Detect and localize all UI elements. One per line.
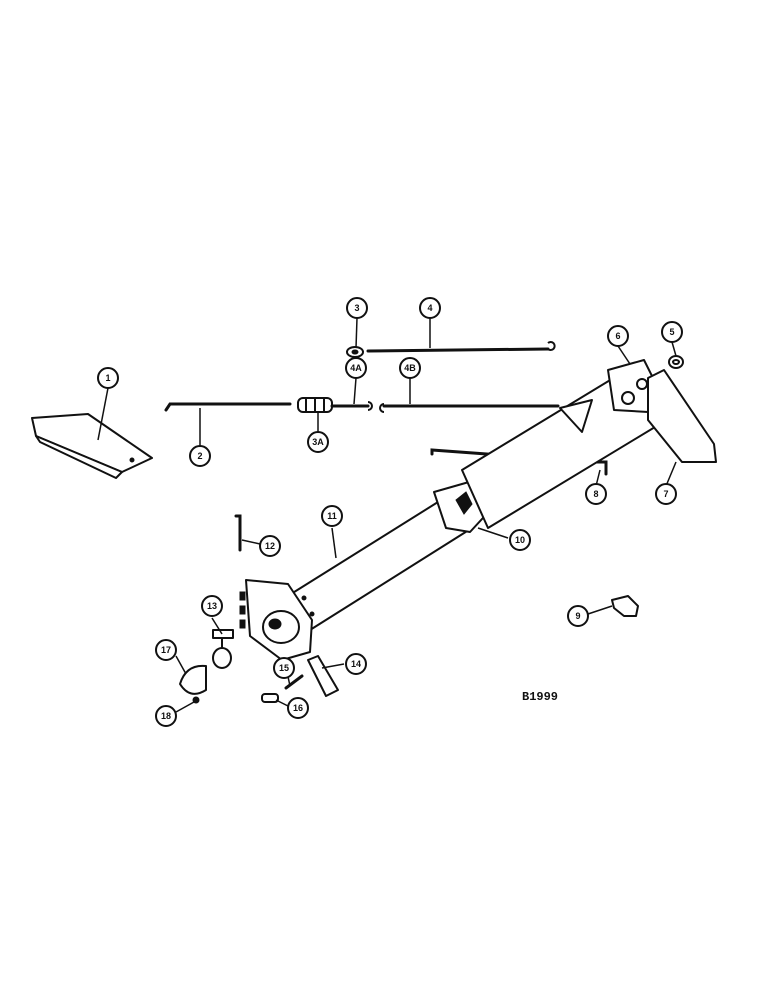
part-4b-rod: [379, 403, 560, 413]
callout-15: 15: [273, 657, 295, 679]
part-18-bolt: [192, 696, 200, 704]
part-11-tube: [239, 501, 473, 661]
part-7-upper-tube: [461, 367, 661, 529]
svg-text:15: 15: [279, 663, 289, 673]
part-5-ring: [668, 355, 684, 369]
svg-text:4B: 4B: [404, 363, 416, 373]
callout-11: 11: [321, 505, 343, 527]
callout-4a: 4A: [345, 357, 367, 379]
callout-10: 10: [509, 529, 531, 551]
svg-text:3A: 3A: [312, 437, 324, 447]
svg-text:13: 13: [207, 601, 217, 611]
part-3a-coupler: [297, 397, 373, 413]
part-1-shield: [31, 413, 153, 479]
callout-13: 13: [201, 595, 223, 617]
svg-text:2: 2: [197, 451, 202, 461]
svg-text:11: 11: [327, 511, 337, 521]
svg-text:4A: 4A: [350, 363, 362, 373]
svg-text:3: 3: [354, 303, 359, 313]
svg-text:18: 18: [161, 711, 171, 721]
callout-8: 8: [585, 483, 607, 505]
callout-16: 16: [287, 697, 309, 719]
part-7-spout: [647, 369, 717, 463]
callout-2: 2: [189, 445, 211, 467]
part-3-nut: [346, 346, 364, 358]
part-15-bolt: [284, 674, 304, 690]
part-4-rod: [366, 341, 556, 353]
svg-text:14: 14: [351, 659, 361, 669]
callout-12: 12: [259, 535, 281, 557]
svg-text:1: 1: [105, 373, 110, 383]
svg-text:17: 17: [161, 645, 171, 655]
callout-7: 7: [655, 483, 677, 505]
callout-3: 3: [346, 297, 368, 319]
part-9-clip: [611, 595, 639, 617]
callout-6: 6: [607, 325, 629, 347]
svg-text:8: 8: [593, 489, 598, 499]
leader-lines: [97, 317, 677, 713]
callout-17: 17: [155, 639, 177, 661]
part-2-rod: [164, 402, 292, 412]
svg-text:7: 7: [663, 489, 668, 499]
svg-text:16: 16: [293, 703, 303, 713]
part-13-bracket: [212, 629, 234, 669]
callout-14: 14: [345, 653, 367, 675]
svg-text:5: 5: [669, 327, 674, 337]
svg-text:6: 6: [615, 331, 620, 341]
part-16-pin: [261, 693, 279, 703]
svg-text:9: 9: [575, 611, 580, 621]
svg-text:4: 4: [427, 303, 432, 313]
callout-9: 9: [567, 605, 589, 627]
drawing-code: B1999: [522, 690, 558, 704]
callout-4: 4: [419, 297, 441, 319]
callout-1: 1: [97, 367, 119, 389]
callout-5: 5: [661, 321, 683, 343]
callout-18: 18: [155, 705, 177, 727]
part-14-lever: [307, 655, 339, 697]
svg-text:10: 10: [515, 535, 525, 545]
part-12-pin: [234, 514, 242, 552]
callout-4b: 4B: [399, 357, 421, 379]
callout-3a: 3A: [307, 431, 329, 453]
svg-text:12: 12: [265, 541, 275, 551]
